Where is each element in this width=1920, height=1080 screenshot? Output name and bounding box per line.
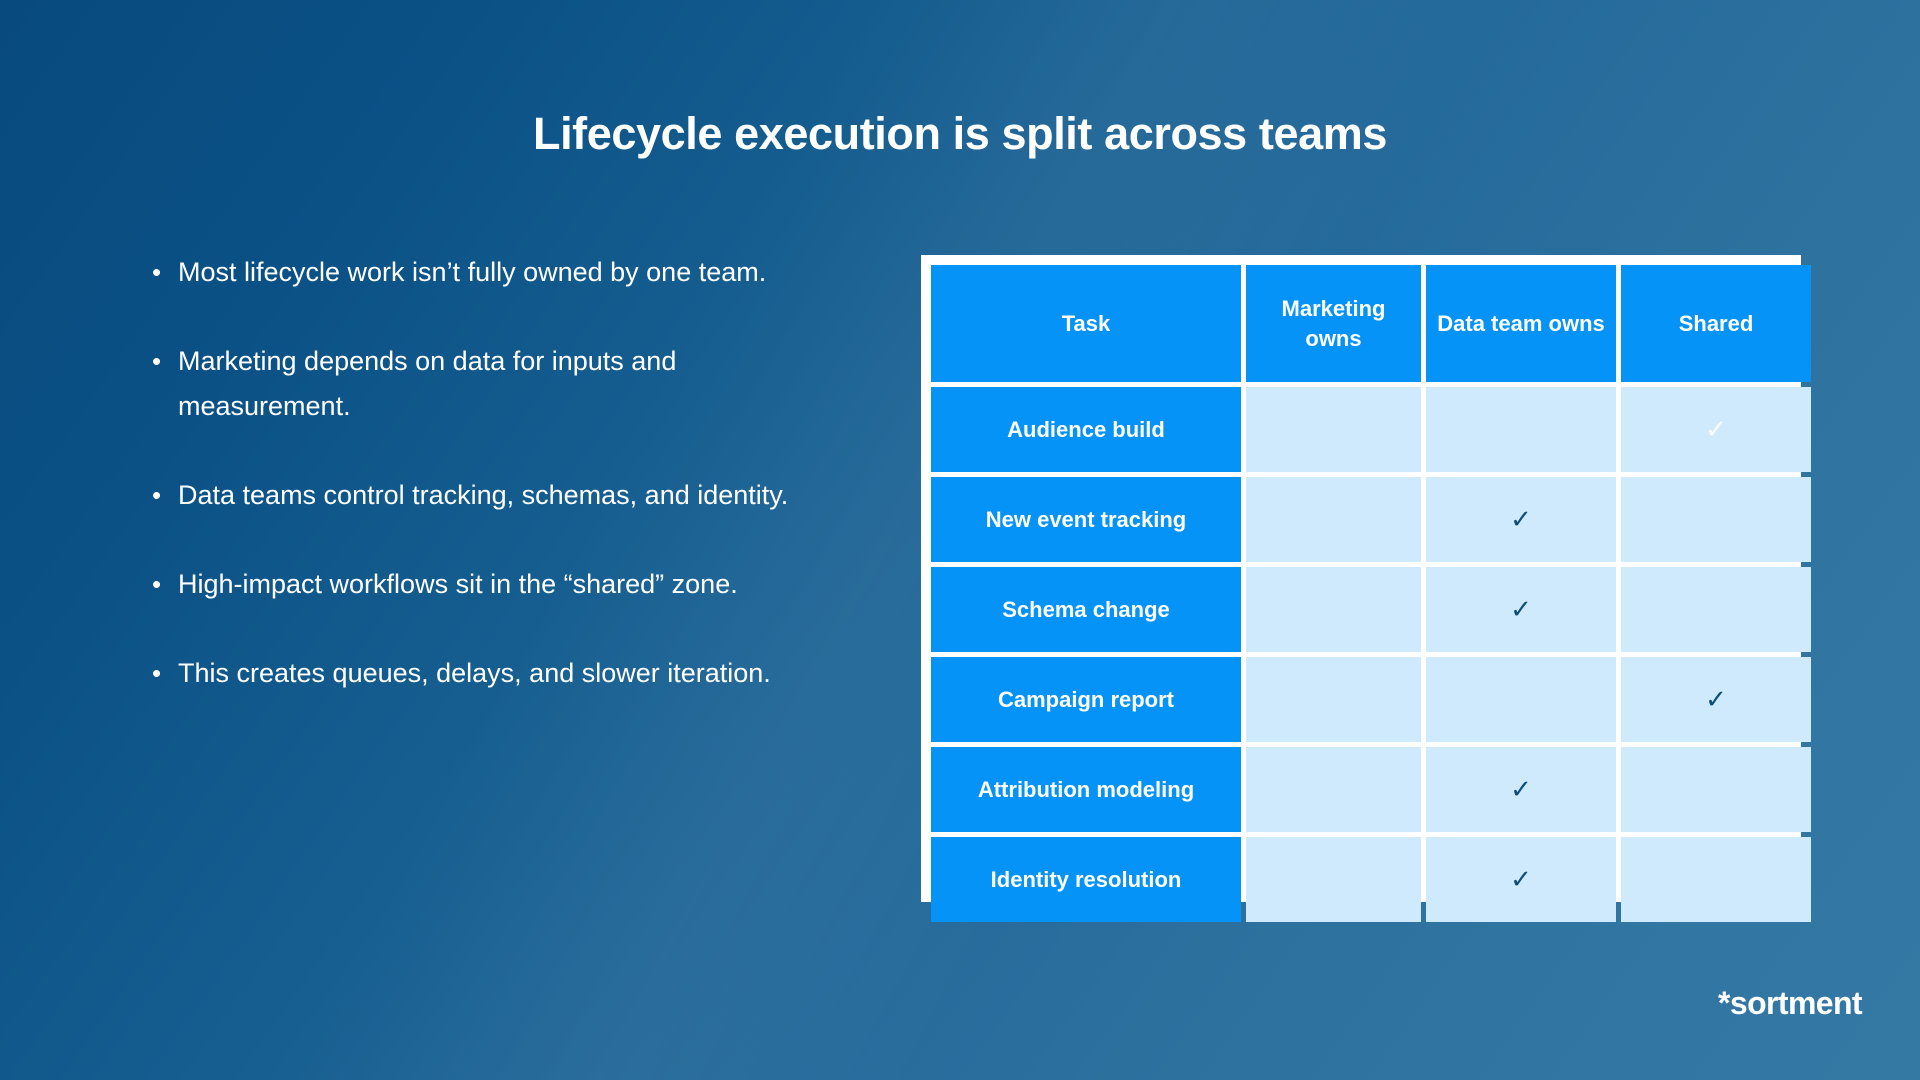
- column-header-shared: Shared: [1621, 265, 1811, 382]
- cell-shared: [1621, 747, 1811, 832]
- cell-data-team-owns: ✓: [1426, 567, 1616, 652]
- list-item-text: High-impact workflows sit in the “shared…: [178, 569, 738, 599]
- cell-marketing-owns: [1246, 837, 1421, 922]
- cell-shared: [1621, 567, 1811, 652]
- table-row: New event tracking ✓: [931, 477, 1811, 562]
- bullet-list: • Most lifecycle work isn’t fully owned …: [152, 250, 832, 740]
- cell-shared: [1621, 477, 1811, 562]
- ownership-matrix: Task Marketing owns Data team owns Share…: [921, 255, 1811, 922]
- cell-marketing-owns: [1246, 387, 1421, 472]
- list-item: • Most lifecycle work isn’t fully owned …: [152, 250, 832, 295]
- page-title: Lifecycle execution is split across team…: [532, 108, 1387, 159]
- bullet-marker-icon: •: [152, 569, 162, 599]
- check-icon: ✓: [1705, 414, 1727, 444]
- list-item-text: This creates queues, delays, and slower …: [178, 658, 771, 688]
- cell-shared: ✓: [1621, 387, 1811, 472]
- column-header-task: Task: [931, 265, 1241, 382]
- cell-data-team-owns: ✓: [1426, 837, 1616, 922]
- bullet-marker-icon: •: [152, 346, 162, 376]
- table-row: Attribution modeling ✓: [931, 747, 1811, 832]
- check-icon: ✓: [1510, 864, 1532, 894]
- list-item: • Data teams control tracking, schemas, …: [152, 473, 832, 518]
- check-icon: ✓: [1510, 774, 1532, 804]
- cell-shared: [1621, 837, 1811, 922]
- check-icon: ✓: [1510, 504, 1532, 534]
- cell-marketing-owns: [1246, 567, 1421, 652]
- column-header-data-team-owns: Data team owns: [1426, 265, 1616, 382]
- list-item-text: Most lifecycle work isn’t fully owned by…: [178, 257, 767, 287]
- cell-marketing-owns: [1246, 477, 1421, 562]
- cell-data-team-owns: [1426, 387, 1616, 472]
- task-label: Schema change: [931, 567, 1241, 652]
- list-item-text: Data teams control tracking, schemas, an…: [178, 480, 789, 510]
- table-row: Audience build ✓: [931, 387, 1811, 472]
- task-label: Audience build: [931, 387, 1241, 472]
- table-header-row: Task Marketing owns Data team owns Share…: [931, 265, 1811, 382]
- cell-data-team-owns: [1426, 657, 1616, 742]
- bullet-marker-icon: •: [152, 480, 162, 510]
- cell-shared: ✓: [1621, 657, 1811, 742]
- cell-data-team-owns: ✓: [1426, 477, 1616, 562]
- ownership-table: Task Marketing owns Data team owns Share…: [926, 260, 1816, 927]
- table-row: Identity resolution ✓: [931, 837, 1811, 922]
- table-row: Schema change ✓: [931, 567, 1811, 652]
- list-item: • This creates queues, delays, and slowe…: [152, 651, 832, 696]
- list-item: • High-impact workflows sit in the “shar…: [152, 562, 832, 607]
- bullet-marker-icon: •: [152, 257, 162, 287]
- brand-logo: *sortment: [1718, 985, 1863, 1021]
- task-label: Attribution modeling: [931, 747, 1241, 832]
- bullet-marker-icon: •: [152, 658, 162, 688]
- check-icon: ✓: [1705, 684, 1727, 714]
- task-label: New event tracking: [931, 477, 1241, 562]
- list-item: • Marketing depends on data for inputs a…: [152, 339, 832, 429]
- cell-marketing-owns: [1246, 747, 1421, 832]
- task-label: Identity resolution: [931, 837, 1241, 922]
- check-icon: ✓: [1510, 594, 1532, 624]
- task-label: Campaign report: [931, 657, 1241, 742]
- cell-marketing-owns: [1246, 657, 1421, 742]
- column-header-marketing-owns: Marketing owns: [1246, 265, 1421, 382]
- table-row: Campaign report ✓: [931, 657, 1811, 742]
- list-item-text: Marketing depends on data for inputs and…: [178, 346, 677, 421]
- cell-data-team-owns: ✓: [1426, 747, 1616, 832]
